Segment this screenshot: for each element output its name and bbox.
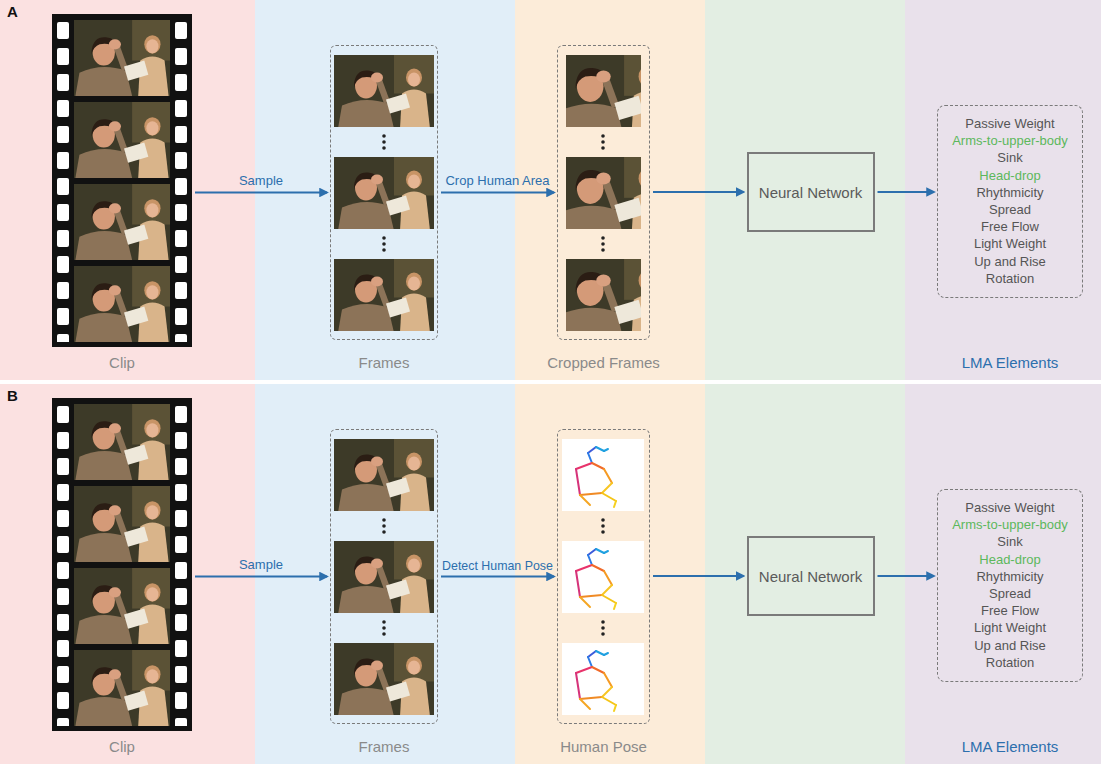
edge-label-holder: Crop Human Area (445, 171, 549, 189)
column-label: Frames (359, 738, 410, 755)
flow-arrow (653, 191, 744, 193)
ellipsis-dots (601, 620, 605, 636)
sampled-frame (334, 156, 434, 231)
column-band (905, 0, 1101, 380)
box-label: Neural Network (759, 568, 862, 585)
column-label: Cropped Frames (547, 354, 660, 371)
frame-stack: Frames (330, 429, 438, 724)
box-label: Neural Network (759, 184, 862, 201)
ellipsis-dots (601, 134, 605, 150)
film-frame (71, 266, 172, 342)
lma-element: Sink (997, 149, 1022, 166)
arrow-label: Sample (239, 173, 283, 188)
ellipsis-dots (601, 236, 605, 252)
sampled-frame (334, 258, 434, 333)
film-clip: Clip (52, 398, 192, 731)
arrow-label: Crop Human Area (445, 173, 549, 188)
flow-arrow (878, 575, 935, 577)
arrow-label: Detect Human Pose (442, 559, 553, 573)
ellipsis-dots (382, 236, 386, 252)
film-frame (71, 102, 172, 178)
flow-arrow (653, 575, 744, 577)
edge-label-holder: Sample (239, 171, 283, 189)
flow-arrow (195, 191, 327, 193)
lma-element: Free Flow (981, 602, 1039, 619)
lma-element: Up and Rise (974, 637, 1046, 654)
panel-art (0, 384, 1101, 764)
lma-element: Light Weight (974, 235, 1046, 252)
frame-stack: Frames (330, 45, 438, 340)
lma-element: Up and Rise (974, 253, 1046, 270)
lma-element: Sink (997, 533, 1022, 550)
column-band (515, 0, 705, 380)
flow-arrow (441, 191, 554, 193)
film-frame (71, 184, 172, 260)
film-strip (52, 14, 192, 347)
lma-element: Free Flow (981, 218, 1039, 235)
lma-element: Rhythmicity (976, 184, 1043, 201)
edge-label-holder: Sample (239, 555, 283, 573)
network-box: Neural Network (747, 152, 875, 232)
column-label: Clip (109, 738, 135, 755)
lma-element: Rhythmicity (976, 568, 1043, 585)
figure-panel: AClipFramesCropped FramesNeural NetworkP… (0, 0, 1101, 380)
flow-arrow (195, 575, 327, 577)
cropped-frame (551, 149, 672, 240)
film-clip: Clip (52, 14, 192, 347)
panel-letter: B (7, 387, 18, 404)
panel-letter: A (7, 3, 18, 20)
pose-frame (562, 643, 644, 715)
flow-arrow (441, 575, 554, 577)
column-band (255, 0, 515, 380)
column-label: Human Pose (560, 738, 647, 755)
pose-frame (562, 439, 644, 511)
lma-element: Light Weight (974, 619, 1046, 636)
edge-label-holder: Detect Human Pose (442, 556, 553, 574)
panel-art (0, 0, 1101, 380)
lma-element: Spread (989, 201, 1031, 218)
ellipsis-dots (382, 134, 386, 150)
column-label: LMA Elements (962, 354, 1059, 371)
lma-element: Head-drop (979, 167, 1040, 184)
lma-element: Arms-to-upper-body (952, 132, 1068, 149)
column-label: LMA Elements (962, 738, 1059, 755)
network-box: Neural Network (747, 536, 875, 616)
arrow-label: Sample (239, 557, 283, 572)
lma-element: Passive Weight (965, 499, 1054, 516)
column-label: Frames (359, 354, 410, 371)
element-list: Passive WeightArms-to-upper-bodySinkHead… (937, 489, 1083, 682)
lma-element: Rotation (986, 270, 1034, 287)
lma-element: Passive Weight (965, 115, 1054, 132)
sampled-frame (334, 54, 434, 129)
lma-element: Spread (989, 585, 1031, 602)
cropped-frame (551, 251, 672, 342)
film-frame (71, 20, 172, 96)
frame-stack: Human Pose (557, 429, 650, 724)
cropped-frame (551, 47, 672, 138)
element-list: Passive WeightArms-to-upper-bodySinkHead… (937, 105, 1083, 298)
pose-frames-art (562, 439, 644, 715)
frame-stack: Cropped Frames (557, 45, 650, 340)
flow-arrow (878, 191, 935, 193)
column-label: Clip (109, 354, 135, 371)
column-band (0, 0, 255, 380)
connector-group (195, 192, 934, 577)
lma-element: Head-drop (979, 551, 1040, 568)
column-band (705, 0, 905, 380)
lma-element: Arms-to-upper-body (952, 516, 1068, 533)
lma-element: Rotation (986, 654, 1034, 671)
figure-panel: BClipFramesHuman PoseNeural NetworkPassi… (0, 384, 1101, 764)
pose-frame (562, 541, 644, 613)
cropped-frames-art (551, 47, 672, 342)
ellipsis-dots (601, 518, 605, 534)
